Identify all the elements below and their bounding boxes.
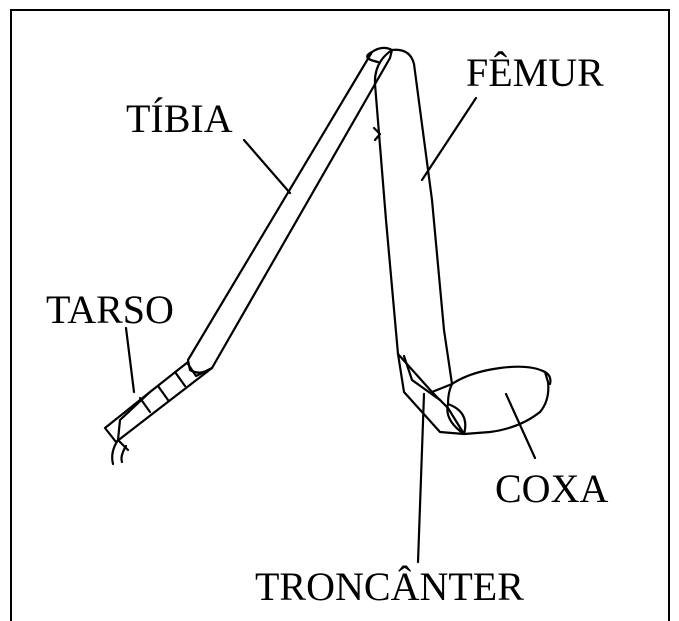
tarso-leader-line <box>126 328 134 392</box>
label-tarso: TARSO <box>46 287 174 332</box>
label-troncanter: TRONCÂNTER <box>255 564 524 609</box>
femur-leader-line <box>422 98 476 180</box>
tarso-segment <box>105 362 212 464</box>
tibia-leader-line <box>244 140 290 193</box>
label-femur: FÊMUR <box>466 50 604 95</box>
coxa-segment <box>447 367 550 434</box>
label-coxa: COXA <box>495 466 608 511</box>
troncanter-leader-line <box>418 394 424 562</box>
coxa-leader-line <box>506 394 535 458</box>
troncanter-segment <box>398 354 464 434</box>
femur-segment <box>374 50 452 392</box>
label-tibia: TÍBIA <box>126 96 233 141</box>
